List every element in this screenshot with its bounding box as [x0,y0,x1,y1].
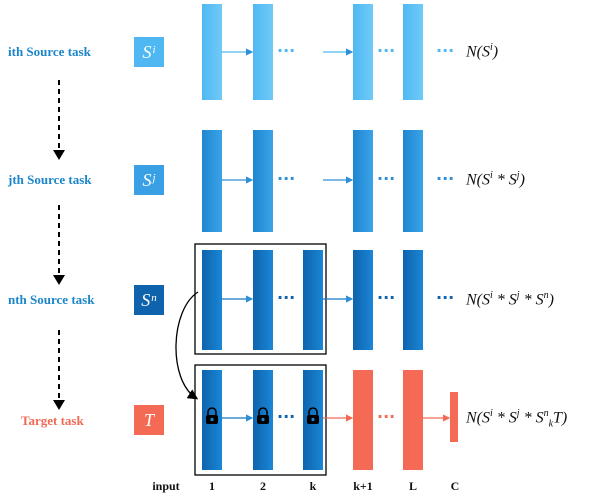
svg-text:···: ··· [377,169,395,188]
formula-target: N(Si * Sj * SnkT) [466,408,568,430]
svg-text:···: ··· [436,169,454,188]
axis-label-c: C [450,479,460,493]
axis-label-input: input [152,479,180,493]
row-ith-network: ··· ··· ··· [202,4,454,100]
svg-text:···: ··· [277,41,295,60]
lock-icon [206,407,218,424]
row-label-target: Target task [21,413,84,428]
svg-text:···: ··· [377,41,395,60]
row-label-nth: nth Source task [8,292,95,307]
svg-text:···: ··· [436,288,454,307]
svg-text:···: ··· [277,407,295,426]
transfer-arrow [175,291,199,400]
axis-label-k-plus-1: k+1 [353,479,373,493]
formula-nth: N(Si * Sj * Sn) [466,290,554,309]
svg-text:···: ··· [277,288,295,307]
formula-ith: N(Si) [466,42,499,61]
row-jth-network: ··· ··· ··· [202,130,454,232]
svg-text:···: ··· [377,288,395,307]
symbol-t: T [143,409,154,430]
svg-text:···: ··· [277,169,295,188]
formula-jth: N(Si * Sj) [466,170,525,189]
axis-label-l: L [408,479,418,493]
row-label-jth: jth Source task [8,172,92,187]
axis-label-k: k [309,479,317,493]
row-label-ith: ith Source task [8,44,91,59]
row-nth-network: ··· ··· ··· [194,243,454,355]
source-symbol-box [134,165,164,195]
svg-text:···: ··· [377,407,395,426]
row-target-network: ··· ··· [194,364,458,476]
frozen-block-frame [194,364,327,476]
down-arrow-icon [53,205,65,285]
source-symbol-box [134,37,164,67]
target-symbol-box [134,405,164,435]
lock-icon [307,407,319,424]
source-symbol-box [134,285,164,315]
lock-icon [257,407,269,424]
svg-text:···: ··· [436,41,454,60]
axis-label-2: 2 [260,479,266,493]
axis-label-1: 1 [209,479,215,493]
down-arrow-icon [53,330,65,410]
down-arrow-icon [53,80,65,160]
